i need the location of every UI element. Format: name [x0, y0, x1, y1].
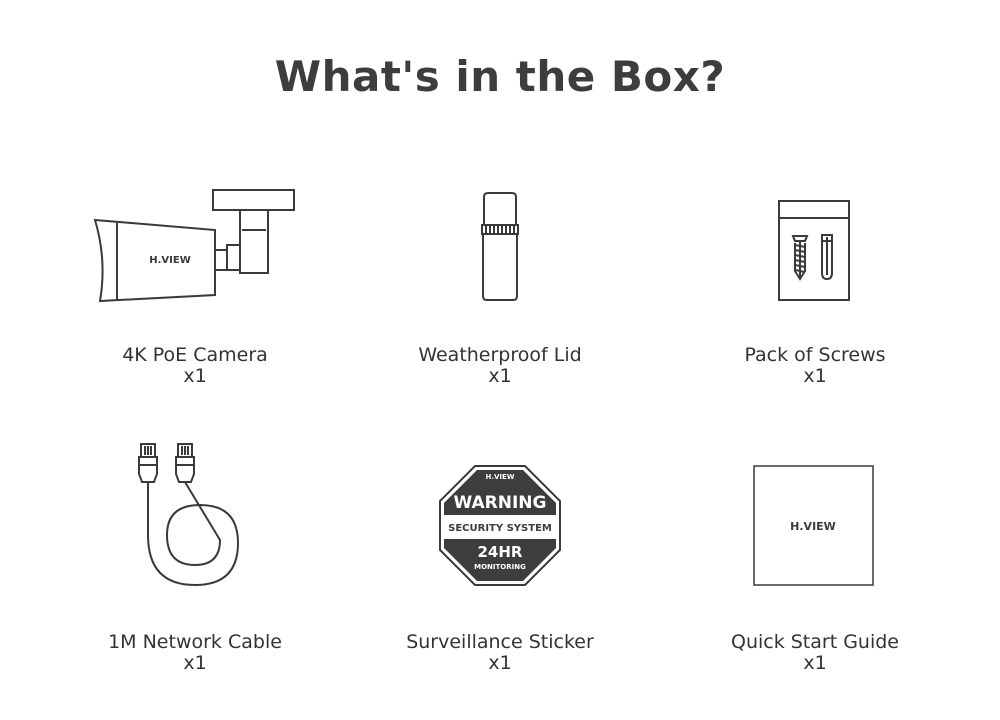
item-label: Surveillance Sticker: [406, 631, 594, 653]
item-label: 4K PoE Camera: [122, 344, 268, 366]
item-label: Pack of Screws: [744, 344, 886, 366]
item-qty: x1: [803, 652, 827, 674]
sticker-system: SECURITY SYSTEM: [448, 523, 552, 534]
sticker-brand: H.VIEW: [485, 473, 514, 481]
item-label: Quick Start Guide: [730, 631, 899, 653]
camera-logo: H.VIEW: [149, 255, 191, 266]
sticker-monitoring: MONITORING: [474, 563, 526, 571]
item-label: Weatherproof Lid: [418, 344, 582, 366]
item-label: 1M Network Cable: [108, 631, 282, 653]
item-qty: x1: [183, 652, 207, 674]
bullet-camera-icon: H.VIEW: [93, 189, 295, 303]
guide-logo: H.VIEW: [790, 520, 836, 533]
page-title: What's in the Box?: [274, 52, 726, 101]
quick-start-guide-icon: H.VIEW: [753, 465, 874, 586]
item-qty: x1: [183, 365, 207, 387]
sticker-hours: 24HR: [478, 543, 523, 561]
weatherproof-lid-icon: [481, 192, 519, 301]
warning-sticker-icon: H.VIEW WARNING SECURITY SYSTEM 24HR MONI…: [439, 465, 561, 586]
sticker-warning: WARNING: [454, 493, 547, 513]
item-qty: x1: [803, 365, 827, 387]
network-cable-icon: [138, 443, 240, 587]
item-qty: x1: [488, 652, 512, 674]
item-qty: x1: [488, 365, 512, 387]
screw-pack-icon: [778, 200, 850, 301]
